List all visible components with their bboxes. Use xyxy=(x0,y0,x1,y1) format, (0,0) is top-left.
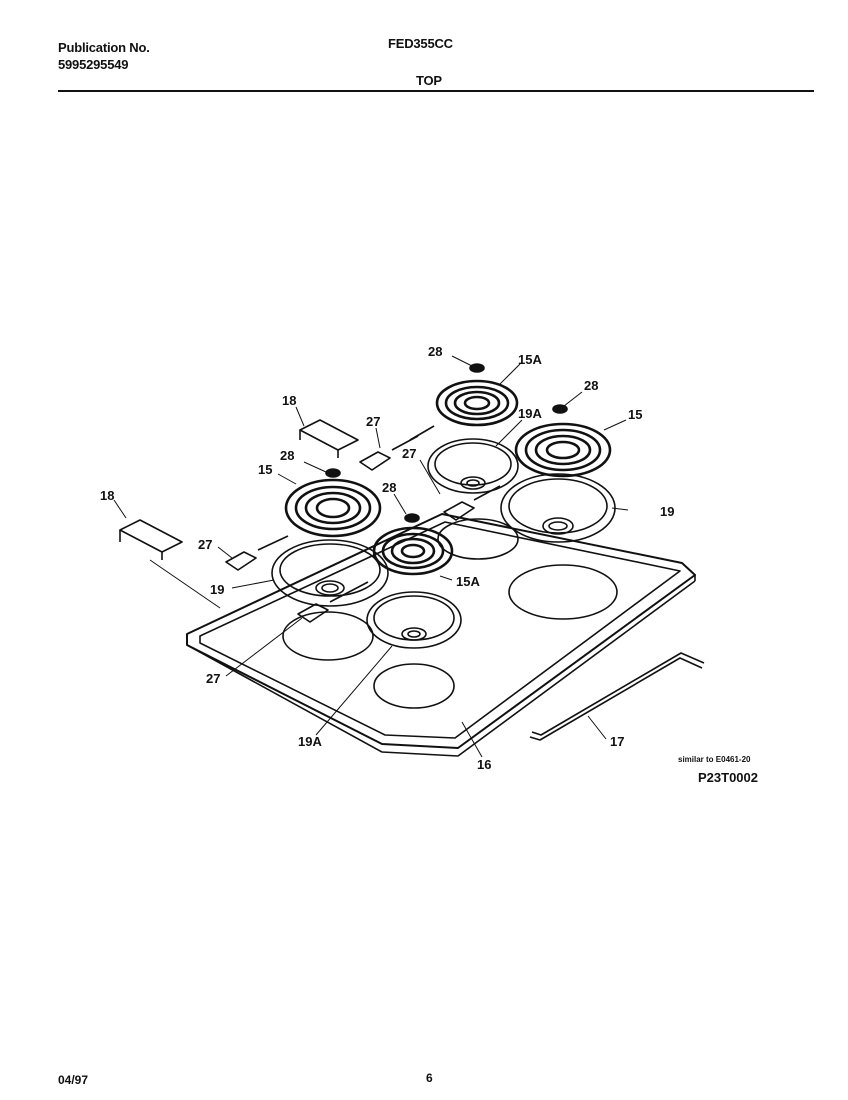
callout-15-right: 15 xyxy=(628,407,642,422)
callout-28-right: 28 xyxy=(584,378,598,393)
callout-18-left: 18 xyxy=(100,488,114,503)
receptacle-27-left xyxy=(225,535,289,571)
screw-28-left xyxy=(325,468,341,478)
callout-28-left: 28 xyxy=(280,448,294,463)
clip-18-left xyxy=(119,519,183,560)
callout-27-bottom: 27 xyxy=(206,671,220,686)
screw-28-right xyxy=(552,404,568,414)
callout-19a-upper: 19A xyxy=(518,406,542,421)
header-rule xyxy=(58,90,814,92)
model-number: FED355CC xyxy=(388,36,453,51)
callout-27-upper: 27 xyxy=(366,414,380,429)
receptacle-27-bottom xyxy=(297,581,369,623)
surface-element-15-left xyxy=(284,478,382,538)
surface-element-15a-top xyxy=(435,379,519,427)
callout-27-left: 27 xyxy=(198,537,212,552)
drip-bowl-19-right xyxy=(500,473,616,543)
callout-19-right: 19 xyxy=(660,504,674,519)
surface-element-15a-center xyxy=(372,526,454,576)
burner-opening-front-left xyxy=(282,611,374,661)
screw-28-center xyxy=(404,513,420,523)
footer-date: 04/97 xyxy=(58,1073,89,1087)
callout-19-left: 19 xyxy=(210,582,224,597)
callout-15-left: 15 xyxy=(258,462,272,477)
callout-16: 16 xyxy=(477,757,491,772)
clip-18-upper xyxy=(299,419,359,458)
section-title: TOP xyxy=(416,73,442,88)
burner-opening-rear-center xyxy=(437,518,519,560)
diagram-reference-code: P23T0002 xyxy=(698,770,758,785)
screw-28-top xyxy=(469,363,485,373)
callout-28-center: 28 xyxy=(382,480,396,495)
similar-to-note: similar to E0461-20 xyxy=(678,755,751,764)
drip-bowl-19-left xyxy=(271,539,389,607)
drip-bowl-19a-rear xyxy=(427,438,519,494)
callout-18-upper: 18 xyxy=(282,393,296,408)
leader-lines xyxy=(113,355,629,758)
burner-opening-right xyxy=(508,564,618,620)
publication-number: 5995295549 xyxy=(58,57,129,72)
burner-opening-front-center xyxy=(373,663,455,709)
drip-bowl-19a-front xyxy=(366,591,462,649)
callout-15a-top: 15A xyxy=(518,352,542,367)
main-top-panel xyxy=(186,513,696,757)
surface-element-15-right xyxy=(514,422,612,478)
receptacle-27-mid xyxy=(443,485,501,521)
callout-19a-bottom: 19A xyxy=(298,734,322,749)
publication-label: Publication No. xyxy=(58,40,150,55)
page-number: 6 xyxy=(426,1071,433,1085)
receptacle-27-upper xyxy=(359,425,435,471)
callout-17: 17 xyxy=(610,734,624,749)
rod-17 xyxy=(529,652,705,741)
callout-28-top: 28 xyxy=(428,344,442,359)
callout-27-mid: 27 xyxy=(402,446,416,461)
callout-15a-center: 15A xyxy=(456,574,480,589)
